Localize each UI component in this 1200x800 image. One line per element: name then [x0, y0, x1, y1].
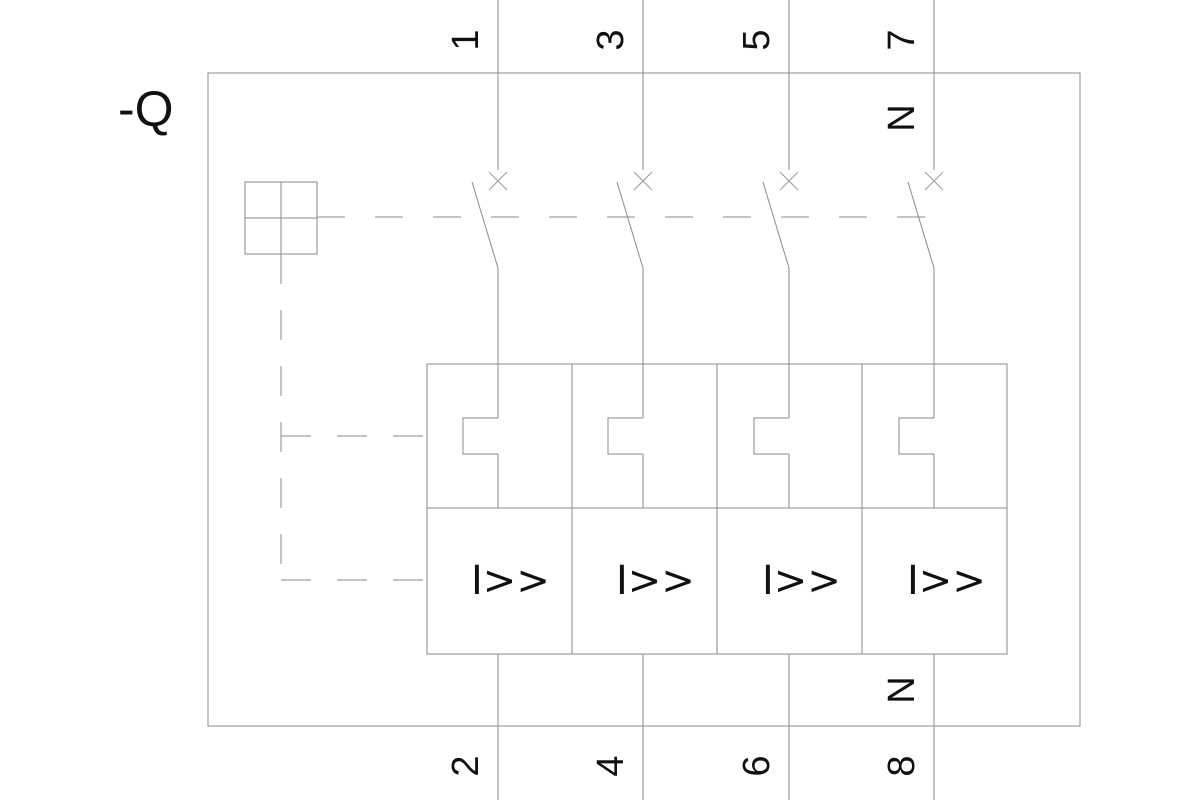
terminal-bottom-8: 8: [881, 755, 923, 776]
pole-2: [607, 0, 653, 800]
trip-symbol-pole-4: I>>: [907, 558, 986, 604]
pole-1: [462, 0, 508, 800]
terminal-top-1: 1: [445, 29, 487, 50]
terminal-top-3: 3: [590, 29, 632, 50]
terminal-top-7: 7: [881, 29, 923, 50]
terminal-bottom-6: 6: [736, 755, 778, 776]
neutral-label-top: N: [881, 104, 923, 131]
trip-symbol-pole-2: I>>: [616, 558, 695, 604]
device-enclosure: [207, 72, 1081, 727]
release-block: [426, 363, 1008, 655]
operating-handle: [244, 181, 318, 255]
trip-symbol-pole-1: I>>: [471, 558, 550, 604]
device-designation: -Q: [118, 81, 174, 137]
pole-3: [753, 0, 799, 800]
pole-4-neutral: [898, 0, 944, 800]
terminal-bottom-4: 4: [590, 755, 632, 776]
trip-symbol-pole-3: I>>: [762, 558, 841, 604]
neutral-label-bottom: N: [881, 676, 923, 703]
terminal-bottom-2: 2: [445, 755, 487, 776]
terminal-top-5: 5: [736, 29, 778, 50]
